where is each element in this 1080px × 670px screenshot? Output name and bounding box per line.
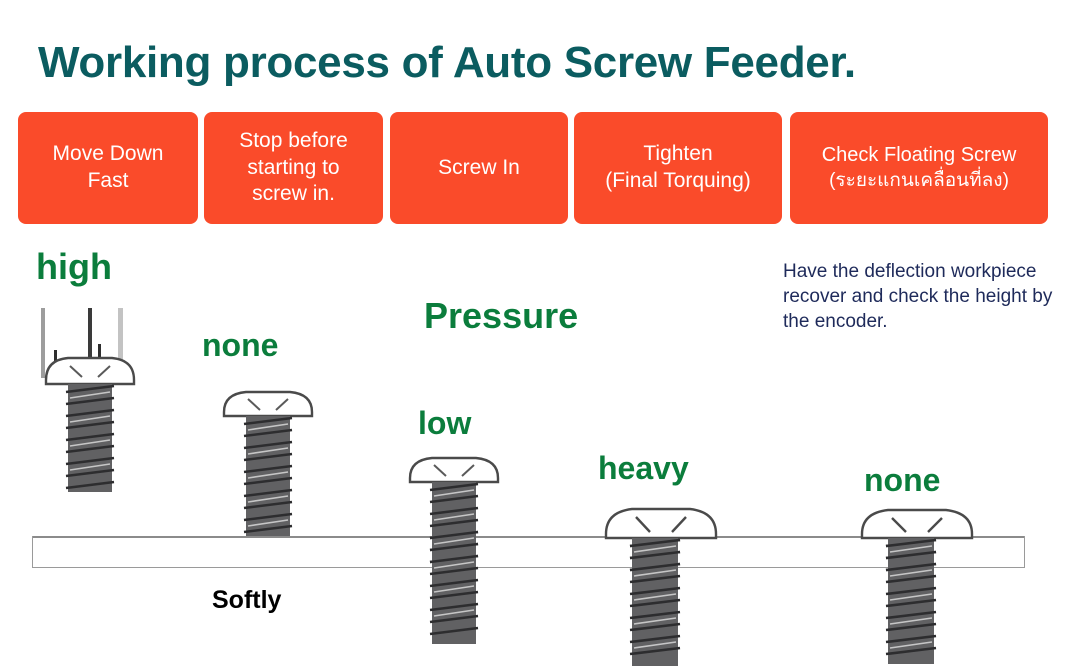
process-step-row: Move Down Fast Stop before starting to s… bbox=[0, 112, 1080, 224]
step-label: Tighten (Final Torquing) bbox=[605, 142, 751, 192]
softly-label: Softly bbox=[212, 586, 282, 614]
step-label: Stop before starting to screw in. bbox=[239, 128, 348, 206]
screw-stage3 bbox=[400, 452, 512, 652]
step-label-en: Check Floating Screw bbox=[821, 144, 1017, 167]
pressure-caption: Pressure bbox=[424, 295, 579, 336]
step-box-move-down-fast[interactable]: Move Down Fast bbox=[18, 112, 198, 224]
screw-stage2 bbox=[212, 386, 324, 542]
step-label: Move Down Fast bbox=[52, 142, 164, 192]
step-label-th: (ระยะแกนเคลื่อนที่ลง) bbox=[829, 169, 1009, 191]
step-box-stop-before-screw-in[interactable]: Stop before starting to screw in. bbox=[204, 112, 383, 224]
pressure-label-stage4: heavy bbox=[598, 450, 689, 486]
pressure-label-stage3: low bbox=[418, 405, 472, 441]
screw-stage5 bbox=[854, 502, 980, 670]
screw-stage1 bbox=[30, 352, 150, 512]
screw-stage4 bbox=[598, 500, 724, 670]
pressure-label-stage1: high bbox=[36, 246, 112, 287]
workpiece-bar bbox=[32, 536, 1025, 568]
pressure-label-stage2: none bbox=[202, 327, 279, 363]
encoder-note-text: Have the deflection workpiece recover an… bbox=[783, 261, 1053, 333]
page-title: Working process of Auto Screw Feeder. bbox=[38, 38, 856, 87]
pressure-label-stage5: none bbox=[864, 462, 941, 498]
step-box-check-floating-screw[interactable]: Check Floating Screw (ระยะแกนเคลื่อนที่ล… bbox=[790, 112, 1048, 224]
step-box-screw-in[interactable]: Screw In bbox=[390, 112, 568, 224]
step-box-tighten[interactable]: Tighten (Final Torquing) bbox=[574, 112, 782, 224]
step-label: Screw In bbox=[438, 155, 520, 179]
